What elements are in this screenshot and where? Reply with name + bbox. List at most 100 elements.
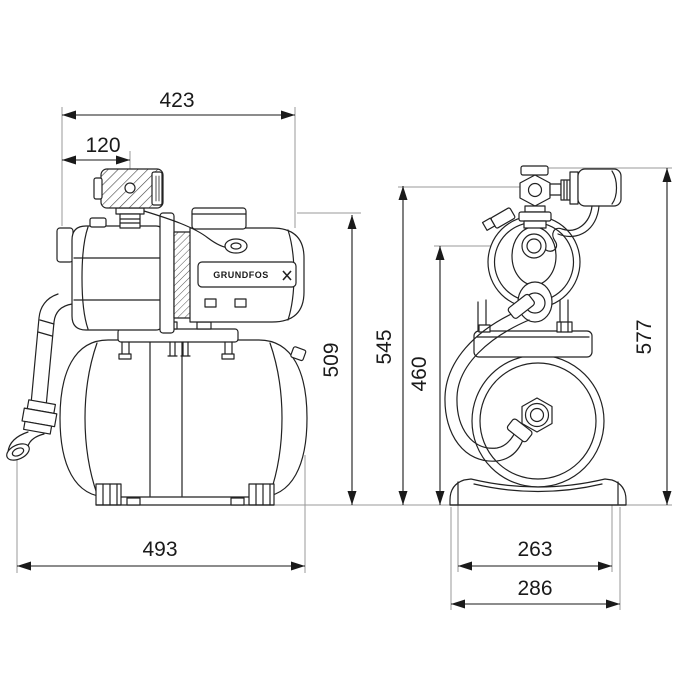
dim-label-pump-height: 509 (320, 342, 343, 377)
switch-collar (115, 207, 145, 215)
column-neck (524, 205, 546, 213)
tank-foot-ribs (102, 483, 118, 506)
tank-nipple (290, 346, 307, 362)
dim-label-port-height: 460 (408, 356, 431, 391)
pressure-switch (93, 168, 164, 229)
upper-port (521, 233, 547, 259)
bracket-foot (221, 353, 235, 360)
bracket-clip (478, 324, 491, 333)
brand-logo: GRUNDFOS (213, 270, 292, 281)
dim-label-base-width: 286 (517, 577, 552, 600)
pump-side (56, 207, 305, 334)
bracket-bolt (556, 321, 573, 333)
switch-link-flange (560, 179, 571, 201)
pipe-inner-edge (45, 303, 73, 408)
arrowhead (398, 186, 408, 200)
arrowhead (662, 491, 672, 505)
u-bolt-rods (169, 341, 189, 357)
bracket-bolt-ribs (560, 321, 569, 333)
switch-label-strip (151, 171, 163, 206)
arrowhead (281, 110, 295, 120)
stem-threads (119, 218, 141, 224)
bracket-plate-front (473, 330, 593, 358)
pipe-ring (39, 319, 55, 325)
arrowhead (17, 561, 31, 571)
switch-cable (561, 205, 593, 231)
tank-dome-seam (84, 342, 98, 495)
bracket-plate (117, 328, 239, 343)
flange-ridges (563, 180, 568, 200)
clamp-lug (481, 217, 496, 231)
grundfos-logo-mark-icon (282, 270, 292, 281)
tank-dome-seam (269, 342, 283, 495)
hose-inner (456, 319, 530, 449)
arrowhead (62, 110, 76, 120)
arrowhead (435, 491, 445, 505)
arrowhead (347, 491, 357, 505)
front-bracket (473, 297, 593, 358)
union-nut (23, 420, 53, 435)
pump-body-seam (81, 226, 89, 330)
pipe-cap (520, 165, 549, 176)
tank-center-port (524, 402, 550, 428)
arrowhead (435, 246, 445, 260)
mounting-bracket (117, 328, 239, 360)
hose-outer (444, 309, 525, 462)
arrowhead (606, 599, 620, 609)
tank-foot-ribs (255, 483, 271, 506)
pipe-union (21, 399, 58, 435)
base-foot-edges (457, 481, 619, 505)
side-view (6, 168, 308, 506)
grundfos-logo-text: GRUNDFOS (213, 270, 269, 280)
switch-cable (557, 205, 600, 238)
arrowhead (458, 561, 472, 571)
motor-vent (234, 298, 247, 308)
hose-fitting-top (507, 293, 535, 319)
pipe-outer-edge (30, 293, 59, 405)
switch-cable-loop (545, 227, 563, 252)
arrowhead (62, 155, 76, 165)
priming-plug (89, 217, 107, 228)
upper-port-bore (526, 238, 542, 254)
cable-gland-core (230, 242, 242, 250)
flex-hose (444, 293, 553, 462)
arrowhead (347, 215, 357, 229)
switch-side-tab (93, 177, 103, 200)
terminal-box (191, 207, 247, 230)
pipe-open-end (6, 443, 30, 461)
switch-link (549, 183, 562, 196)
cable-gland (224, 238, 248, 254)
front-view (444, 165, 627, 506)
valve-hex (519, 174, 551, 207)
suction-port (56, 227, 74, 263)
arrowhead (662, 168, 672, 182)
pipe-elbow (27, 433, 45, 447)
pipe-elbow (7, 431, 29, 453)
tank-center-port-bore (529, 407, 545, 423)
tank-base (449, 478, 627, 506)
tank (59, 339, 308, 506)
dim-label-valve-height: 545 (373, 329, 396, 364)
switch-indicator (124, 182, 136, 194)
switch-stem (119, 213, 141, 229)
suction-pipe (6, 293, 73, 461)
skid-tab (126, 497, 141, 506)
pipe-ring (37, 331, 53, 337)
pump-front (481, 207, 581, 323)
column-flange (518, 211, 552, 222)
dim-label-foot-width: 263 (517, 538, 552, 561)
dim-label-pump-length: 423 (159, 89, 194, 112)
pipe-bore (11, 447, 25, 457)
motor-vent (204, 298, 217, 308)
dim-label-overall-length: 493 (142, 538, 177, 561)
bracket-foot (118, 353, 132, 360)
valve-hex-face (527, 182, 543, 198)
dim-label-switch-offset: 120 (85, 134, 120, 157)
pump-body (71, 225, 163, 331)
motor-foot (196, 321, 212, 330)
arrowhead (598, 561, 612, 571)
dimension-labels: 423 120 493 509 545 460 577 263 286 (85, 89, 656, 600)
column-base (523, 220, 547, 229)
